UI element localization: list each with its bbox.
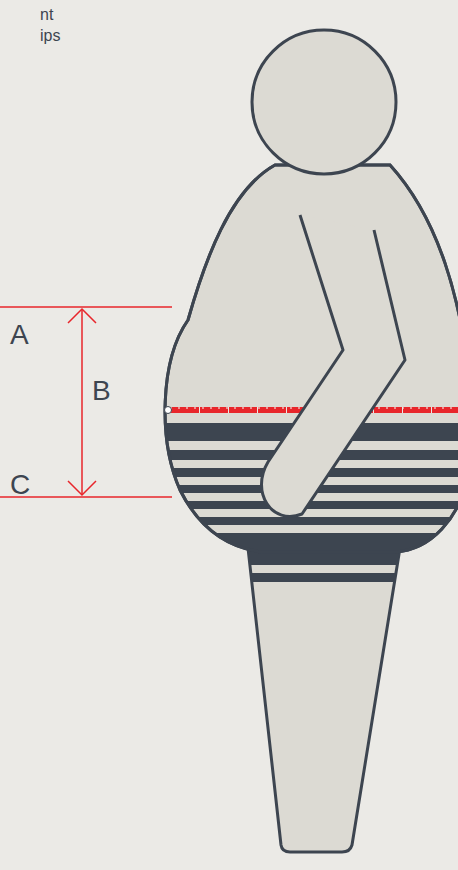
dimension-letter: B — [92, 376, 111, 407]
torso-outline — [165, 165, 458, 552]
dimension-line — [81, 309, 83, 495]
arm-fill — [262, 215, 406, 516]
guide-line-top — [0, 306, 172, 308]
arrowhead-down — [68, 481, 96, 495]
arm-outline — [262, 215, 406, 516]
leg-shape — [248, 548, 400, 852]
dimension-letter: A — [10, 320, 29, 351]
caption-fragment: nt — [40, 6, 53, 24]
dimension-letter: C — [10, 470, 30, 501]
arrowhead-up — [68, 309, 96, 323]
stripe — [150, 517, 458, 525]
head-shape — [252, 30, 396, 174]
torso-shape — [165, 165, 458, 552]
tape-end — [165, 407, 172, 414]
stripe — [230, 573, 430, 582]
caption-fragment: ips — [40, 27, 60, 45]
stripe — [150, 533, 458, 558]
